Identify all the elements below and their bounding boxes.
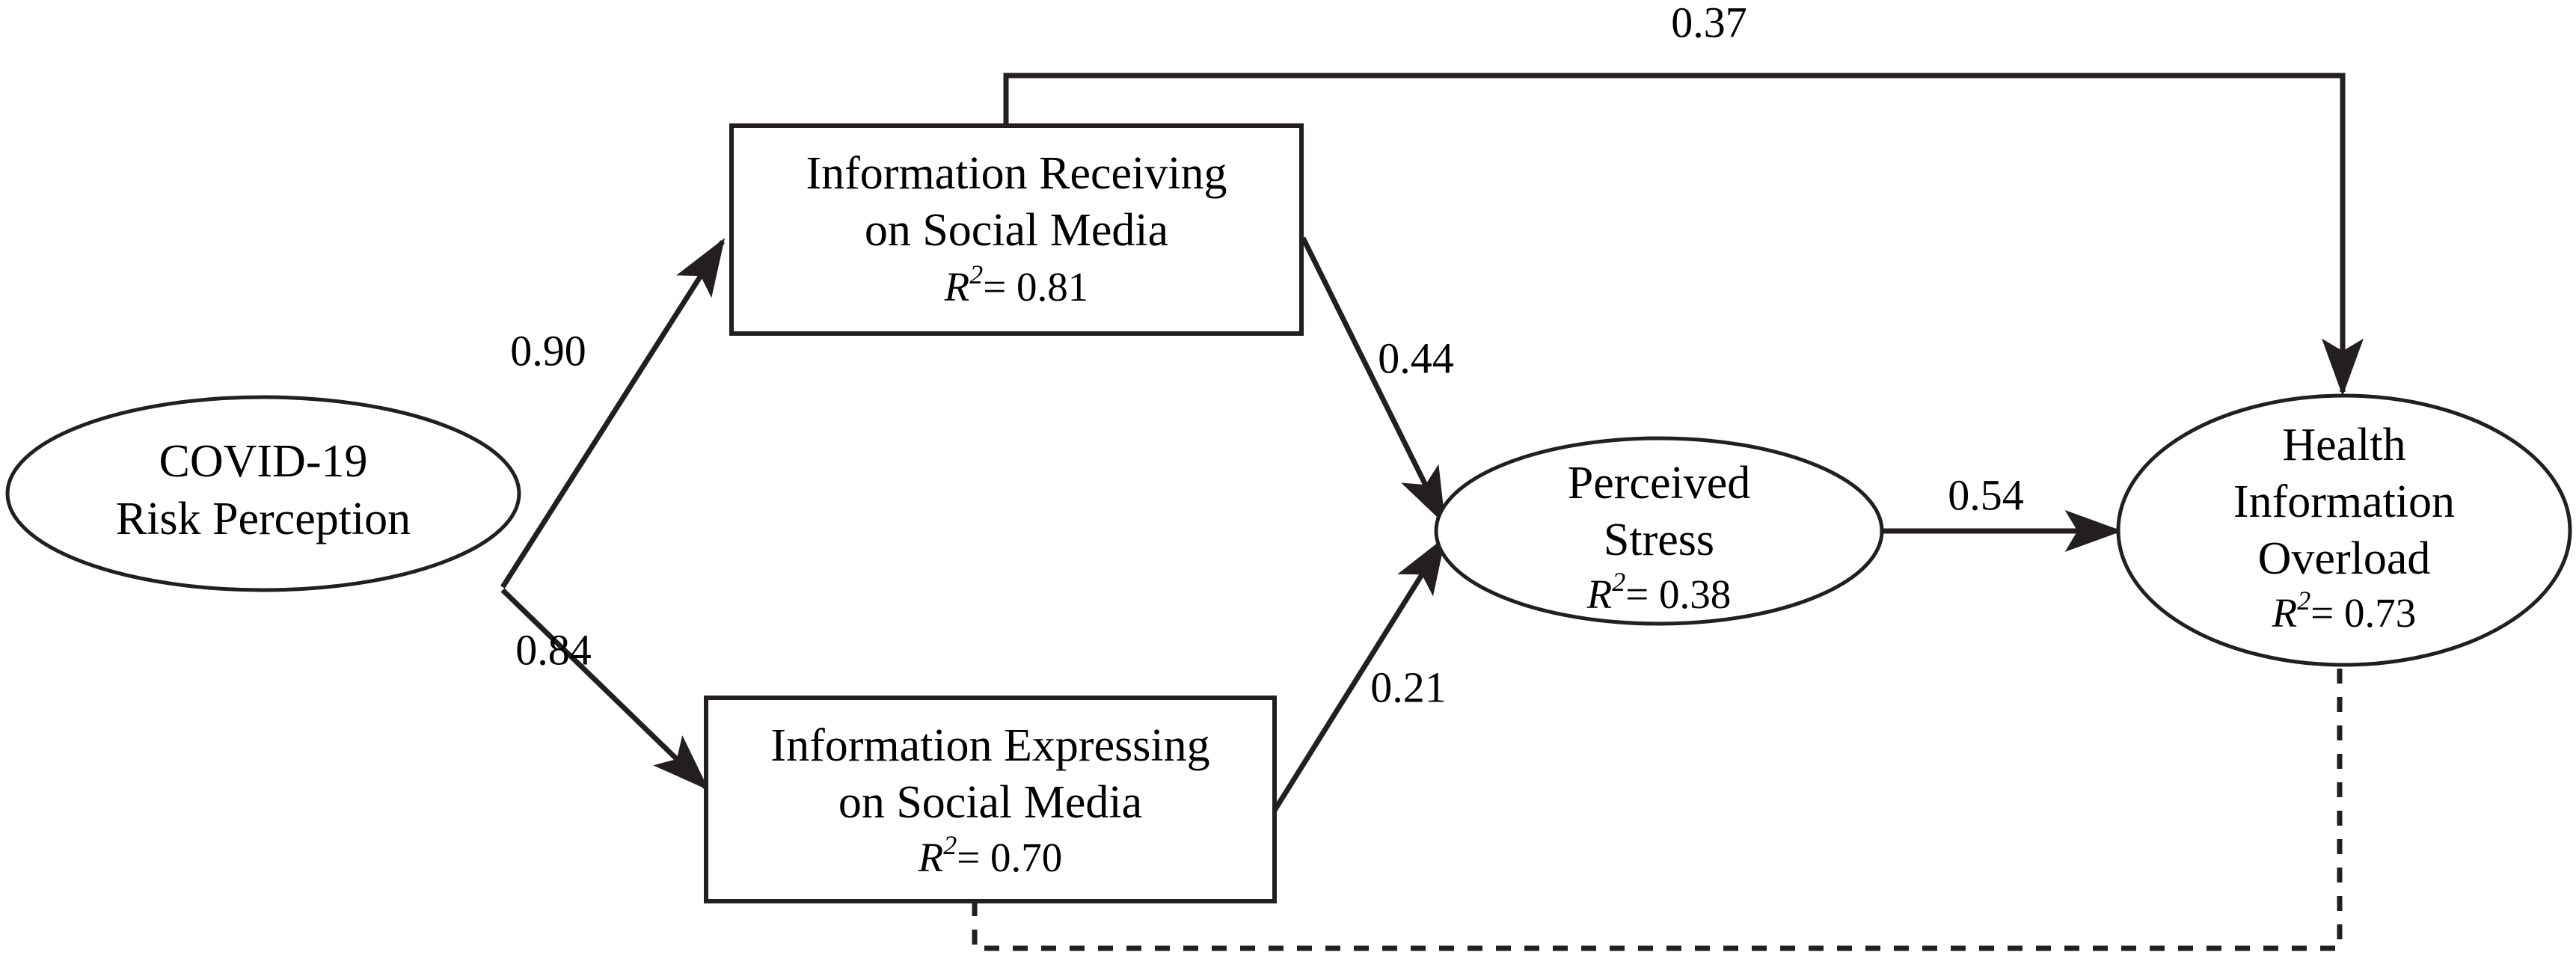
- r2-symbol-stress: R: [1586, 571, 1613, 617]
- node-info-expressing-rect: [704, 696, 1277, 903]
- node-info-receiving[interactable]: Information Receiving on Social Media R2…: [729, 123, 1304, 336]
- r2-exponent-overload: 2: [2297, 586, 2310, 615]
- edge-receiving-to-overload: 0.37: [1003, 0, 2364, 396]
- r2-value-overload: = 0.73: [2310, 590, 2416, 636]
- node-info-receiving-r2: R2= 0.81: [944, 260, 1089, 309]
- edge-covid-to-expressing-path: [500, 588, 710, 791]
- edge-covid-to-receiving-path: [500, 238, 726, 589]
- edge-label-0-90: 0.90: [510, 326, 586, 375]
- edge-label-0-37: 0.37: [1671, 0, 1747, 46]
- edge-expressing-to-stress: 0.21: [1269, 536, 1447, 817]
- node-health-info-overload-r2: R2= 0.73: [2272, 586, 2417, 635]
- r2-exponent-expressing: 2: [943, 830, 957, 860]
- node-info-expressing-r2: R2= 0.70: [918, 830, 1063, 879]
- node-perceived-stress-r2: R2= 0.38: [1586, 567, 1732, 616]
- edge-receiving-to-stress: 0.44: [1300, 236, 1454, 526]
- edge-expressing-to-stress-path: [1269, 536, 1446, 817]
- node-health-info-overload-ellipse: [2116, 393, 2572, 667]
- node-covid-risk-perception-line-1: COVID-19: [159, 436, 368, 487]
- node-info-expressing[interactable]: Information Expressing on Social Media R…: [704, 696, 1277, 903]
- r2-value-receiving: = 0.81: [983, 264, 1088, 310]
- node-covid-risk-perception-ellipse: [5, 395, 521, 592]
- node-health-info-overload-line-2: Information: [2233, 476, 2455, 527]
- r2-symbol-expressing: R: [918, 835, 944, 880]
- r2-symbol-receiving: R: [944, 264, 970, 310]
- node-perceived-stress-ellipse: [1434, 436, 1884, 626]
- node-covid-risk-perception-line-2: Risk Perception: [116, 494, 411, 544]
- node-info-receiving-rect: [729, 123, 1304, 336]
- r2-symbol-overload: R: [2272, 590, 2298, 636]
- edge-receiving-to-overload-path: [1003, 73, 2364, 396]
- node-perceived-stress-line-1: Perceived: [1568, 458, 1750, 509]
- r2-value-stress: = 0.38: [1625, 571, 1731, 617]
- r2-exponent-stress: 2: [1612, 567, 1625, 597]
- node-health-info-overload-line-1: Health: [2282, 420, 2405, 470]
- r2-value-expressing: = 0.70: [957, 835, 1062, 880]
- edge-label-0-54: 0.54: [1948, 470, 2024, 519]
- node-health-info-overload[interactable]: Health Information Overload R2= 0.73: [2116, 393, 2572, 667]
- edge-label-0-84: 0.84: [515, 625, 592, 674]
- edge-receiving-to-stress-path: [1300, 236, 1447, 526]
- node-health-info-overload-line-3: Overload: [2258, 533, 2431, 584]
- node-covid-risk-perception[interactable]: COVID-19 Risk Perception: [5, 395, 521, 592]
- node-info-expressing-line-1: Information Expressing: [770, 720, 1209, 771]
- edge-covid-to-receiving: 0.90: [500, 238, 726, 589]
- edge-label-0-44: 0.44: [1378, 334, 1454, 382]
- node-perceived-stress[interactable]: Perceived Stress R2= 0.38: [1434, 436, 1884, 626]
- r2-exponent-receiving: 2: [969, 260, 983, 289]
- edge-label-0-21: 0.21: [1370, 663, 1447, 711]
- edge-covid-to-expressing: 0.84: [500, 588, 710, 791]
- edge-stress-to-overload: 0.54: [1876, 470, 2123, 552]
- node-info-receiving-line-2: on Social Media: [865, 205, 1168, 256]
- node-info-expressing-line-2: on Social Media: [838, 777, 1142, 828]
- node-info-receiving-line-1: Information Receiving: [806, 148, 1227, 199]
- node-perceived-stress-line-2: Stress: [1604, 515, 1714, 565]
